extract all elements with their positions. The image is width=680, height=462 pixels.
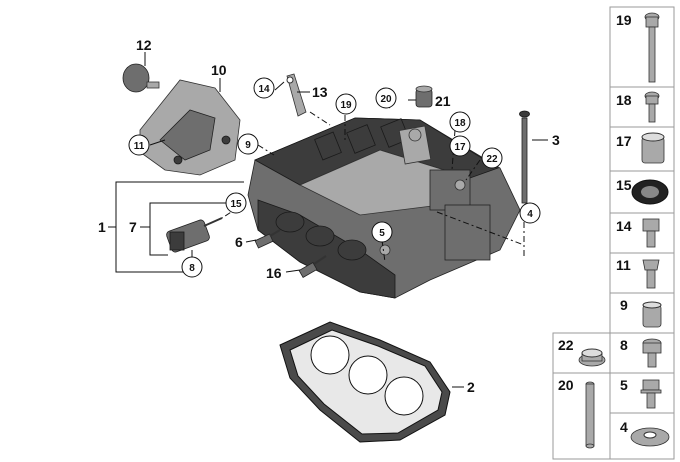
callout-6: 6: [235, 234, 243, 250]
plug-icon: [578, 348, 606, 367]
sensor-6-drawing: [254, 229, 281, 249]
circled-callout-15: 15: [225, 192, 247, 214]
svg-text:11: 11: [134, 141, 145, 152]
callout-labels: 1 7 12 10 13 21 3 6 16 2: [98, 37, 560, 395]
circled-callout-17: 17: [449, 135, 471, 157]
panel-label-11: 11: [616, 257, 631, 273]
circled-callout-8: 8: [181, 256, 203, 278]
head-gasket-drawing: [279, 321, 451, 443]
callout-16: 16: [266, 265, 282, 281]
leader-lines: [108, 52, 548, 388]
callout-1: 1: [98, 219, 106, 235]
panel-label-22: 22: [558, 337, 574, 353]
svg-text:14: 14: [258, 84, 270, 95]
circled-callouts: 11 9 14 19 20 18 17 22 4 5 15 8: [128, 77, 541, 278]
svg-text:17: 17: [454, 142, 466, 153]
bolt-short-icon: [644, 91, 660, 123]
panel-label-20: 20: [558, 377, 574, 393]
circled-callout-19: 19: [335, 93, 357, 115]
cylinder-head-bolt-drawing: [519, 110, 530, 204]
dowel-pin-icon: [585, 381, 595, 449]
hex-bolt-icon: [642, 218, 660, 248]
parts-panel: 19 18 17 15 14 11 9 8 5 4 22 20: [552, 6, 675, 460]
callout-7: 7: [129, 219, 137, 235]
sealing-plug-drawing: [415, 85, 433, 108]
svg-text:19: 19: [340, 100, 352, 111]
panel-label-17: 17: [616, 133, 632, 149]
engine-mount-bracket-drawing: [139, 79, 241, 176]
svg-text:5: 5: [379, 228, 385, 239]
svg-text:9: 9: [245, 140, 251, 151]
seal-ring-icon: [631, 179, 669, 205]
bushing-icon: [642, 301, 662, 328]
svg-text:22: 22: [486, 154, 498, 165]
sleeve-icon: [641, 132, 665, 164]
svg-text:20: 20: [380, 94, 392, 105]
callout-21: 21: [435, 93, 451, 109]
callout-2: 2: [467, 379, 475, 395]
circled-callout-4: 4: [519, 202, 541, 224]
circled-callout-5: 5: [371, 221, 393, 243]
panel-label-5: 5: [620, 377, 628, 393]
bolt-long-icon: [644, 12, 660, 83]
svg-text:15: 15: [230, 199, 242, 210]
circled-callout-22: 22: [481, 147, 503, 169]
circled-callout-11: 11: [128, 134, 150, 156]
panel-label-15: 15: [616, 177, 632, 193]
panel-label-4: 4: [620, 419, 628, 435]
circled-callout-20: 20: [375, 87, 397, 109]
callout-13: 13: [312, 84, 328, 100]
svg-text:18: 18: [454, 118, 466, 129]
svg-text:8: 8: [189, 263, 195, 274]
panel-label-14: 14: [616, 218, 632, 234]
panel-label-9: 9: [620, 297, 628, 313]
torx-bolt-icon: [642, 338, 662, 368]
panel-label-18: 18: [616, 92, 632, 108]
sensor-16-drawing: [298, 255, 327, 279]
washer-icon: [630, 427, 670, 447]
callout-3: 3: [552, 132, 560, 148]
lifting-eye-drawing: [286, 73, 307, 117]
circled-callout-18: 18: [449, 111, 471, 133]
stud-bolt-icon: [642, 259, 660, 289]
svg-text:4: 4: [527, 209, 533, 220]
callout-12: 12: [136, 37, 152, 53]
callout-10: 10: [211, 62, 227, 78]
cylinder-head-drawing: [247, 117, 521, 299]
temperature-sensor-drawing: [166, 217, 223, 253]
circled-callout-9: 9: [237, 133, 259, 155]
circled-callout-14: 14: [253, 77, 275, 99]
panel-label-8: 8: [620, 337, 628, 353]
panel-label-19: 19: [616, 12, 632, 28]
rubber-mount-drawing: [122, 63, 160, 93]
flange-bolt-icon: [640, 379, 662, 409]
